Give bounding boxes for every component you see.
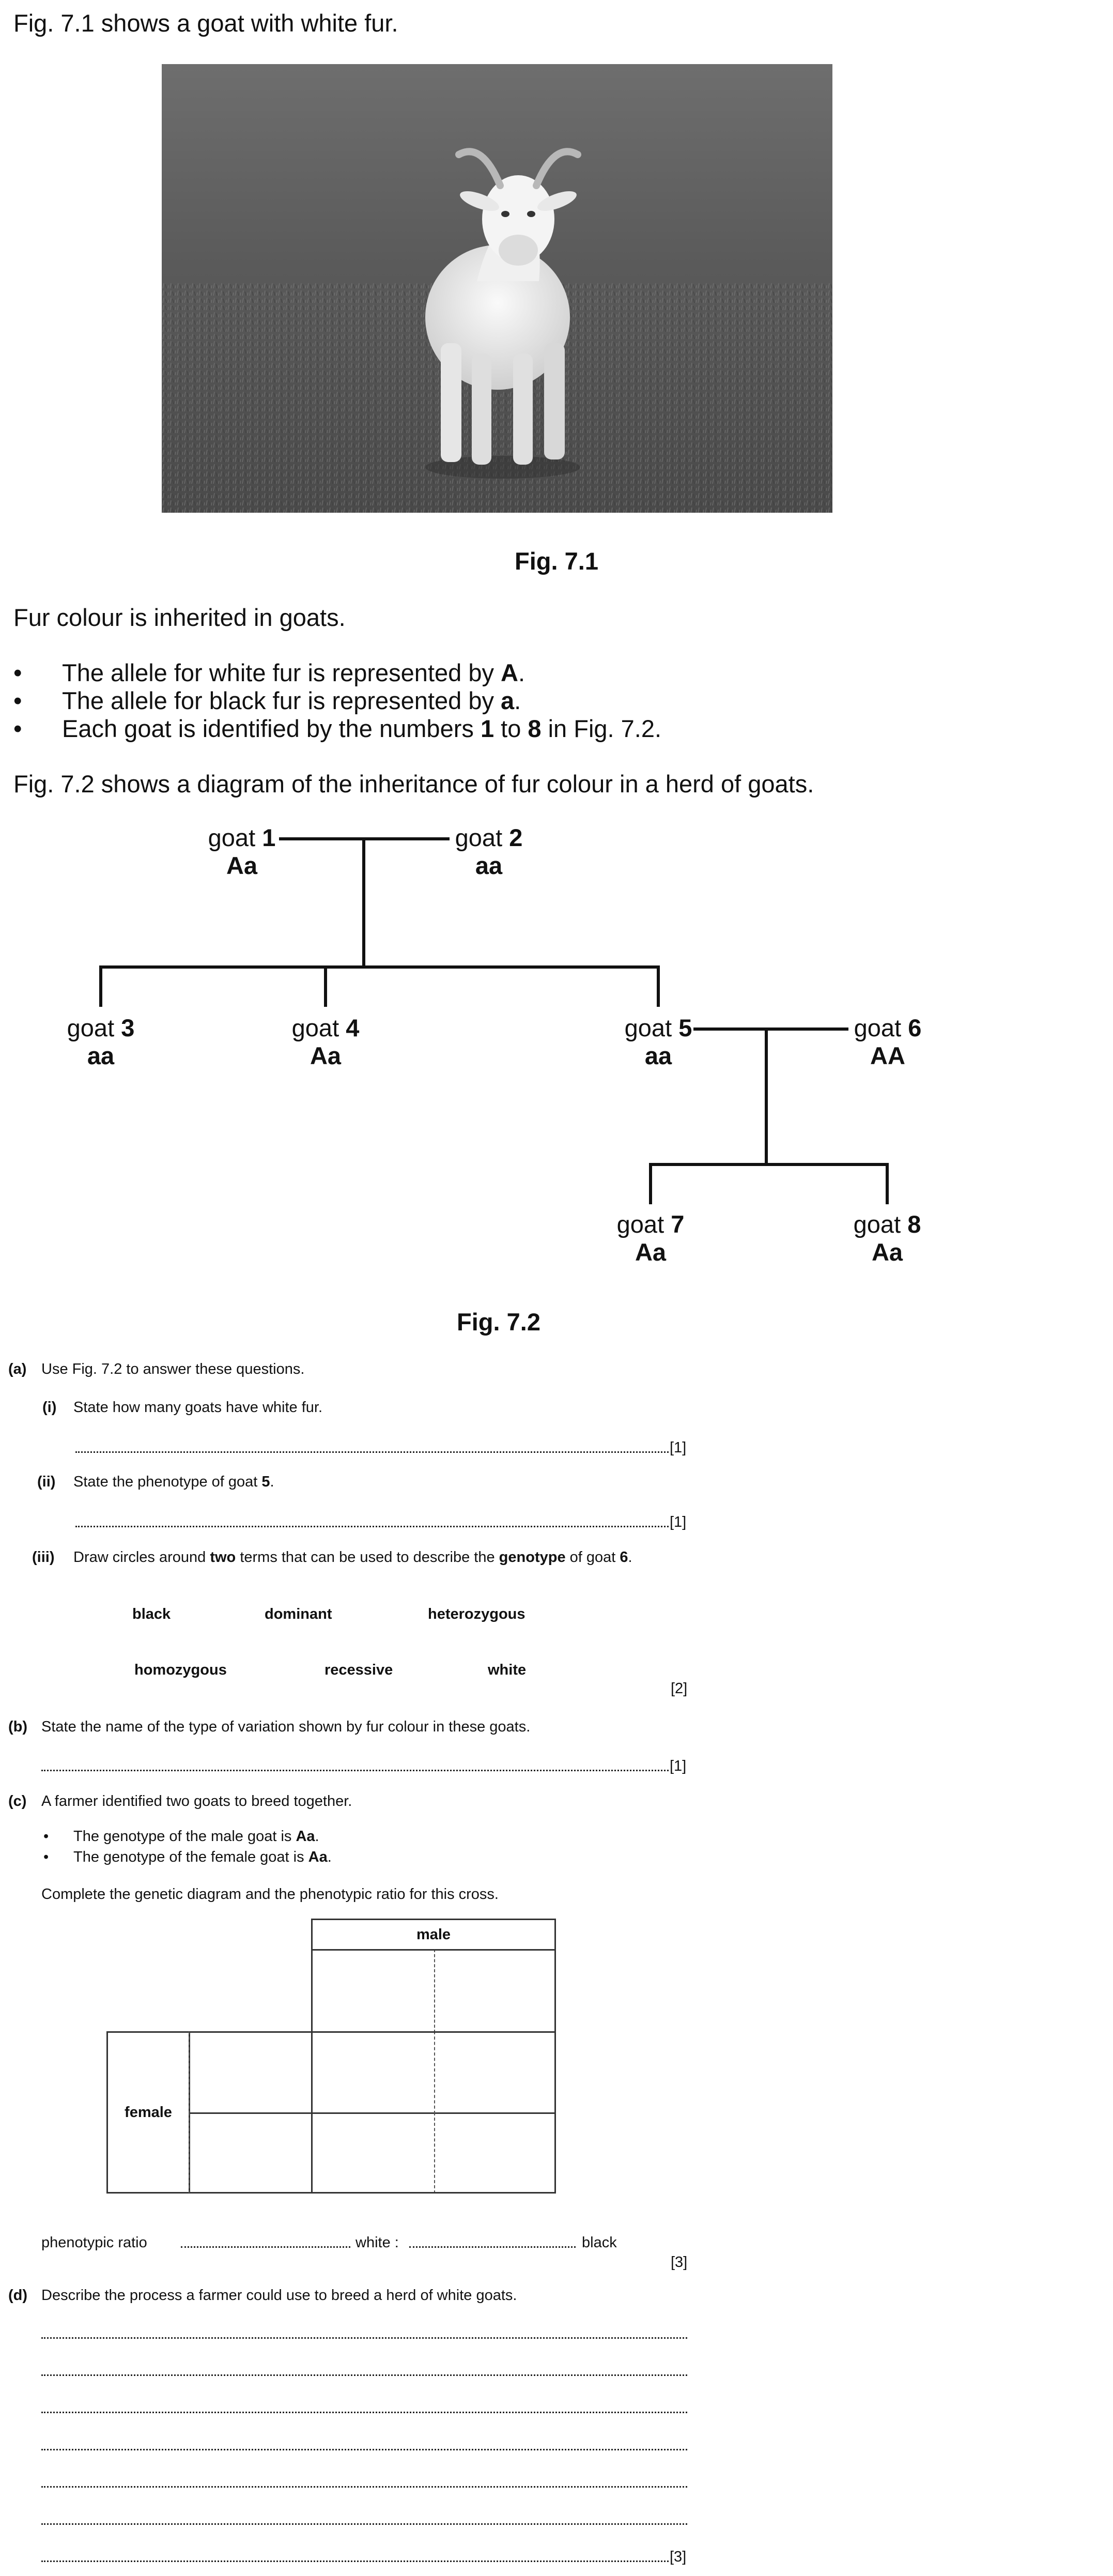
goat-5-label: goat 5 aa bbox=[624, 1014, 692, 1070]
marks-a-ii: [1] bbox=[670, 1514, 687, 1530]
goat-1-label: goat 1 Aa bbox=[208, 824, 276, 880]
question-a-ii-label: (ii) bbox=[37, 1474, 56, 1490]
bullet-marker: • bbox=[13, 687, 22, 714]
female-label: female bbox=[125, 2104, 172, 2121]
marks-c: [3] bbox=[671, 2254, 688, 2271]
ratio-white-label: white : bbox=[355, 2234, 399, 2251]
fig72-intro-sentence: Fig. 7.2 shows a diagram of the inherita… bbox=[13, 770, 814, 798]
answer-line-d-3[interactable] bbox=[41, 2412, 687, 2413]
bullet-marker: • bbox=[13, 715, 22, 742]
question-a-iii-label: (iii) bbox=[32, 1549, 55, 1566]
bullet-marker: • bbox=[43, 1849, 49, 1865]
answer-line-a-ii[interactable] bbox=[75, 1526, 669, 1527]
male-label: male bbox=[416, 1926, 451, 1943]
female-gamete-1-cell[interactable] bbox=[189, 2031, 313, 2114]
allele-black-item: The allele for black fur is represented … bbox=[62, 687, 521, 714]
answer-line-b[interactable] bbox=[41, 1770, 669, 1771]
punnett-grid: male female bbox=[106, 1919, 556, 2194]
question-c-text: A farmer identified two goats to breed t… bbox=[41, 1793, 352, 1810]
drop-line-goat-7 bbox=[649, 1163, 652, 1204]
question-c-instruction: Complete the genetic diagram and the phe… bbox=[41, 1886, 499, 1903]
goat-8-label: goat 8 Aa bbox=[853, 1210, 921, 1266]
marks-d: [3] bbox=[670, 2549, 687, 2565]
mating-line-5-6 bbox=[693, 1028, 848, 1031]
answer-line-d-2[interactable] bbox=[41, 2374, 687, 2376]
male-genotype-item: The genotype of the male goat is Aa. bbox=[73, 1828, 319, 1845]
fig71-intro-sentence: Fig. 7.1 shows a goat with white fur. bbox=[13, 9, 398, 37]
goat-id-item: Each goat is identified by the numbers 1… bbox=[62, 715, 662, 742]
question-a-text: Use Fig. 7.2 to answer these questions. bbox=[41, 1361, 305, 1377]
question-a-iii-text: Draw circles around two terms that can b… bbox=[73, 1549, 632, 1566]
term-black[interactable]: black bbox=[132, 1606, 171, 1622]
question-b-text: State the name of the type of variation … bbox=[41, 1719, 531, 1735]
sibling-line-7-8 bbox=[649, 1163, 889, 1166]
question-d-text: Describe the process a farmer could use … bbox=[41, 2287, 517, 2304]
male-gamete-1-cell[interactable] bbox=[311, 1949, 435, 2033]
fig72-caption: Fig. 7.2 bbox=[457, 1308, 540, 1336]
goat-7-label: goat 7 Aa bbox=[616, 1210, 685, 1266]
drop-line-goat-3 bbox=[99, 965, 102, 1007]
answer-line-d-5[interactable] bbox=[41, 2486, 687, 2488]
marks-b: [1] bbox=[670, 1758, 687, 1774]
answer-line-a-i[interactable] bbox=[75, 1451, 669, 1453]
answer-line-d-6[interactable] bbox=[41, 2523, 687, 2525]
descent-line-5-6 bbox=[765, 1028, 768, 1166]
goat-4-label: goat 4 Aa bbox=[291, 1014, 360, 1070]
question-a-label: (a) bbox=[8, 1361, 27, 1377]
bullet-marker: • bbox=[13, 659, 22, 686]
sibling-line-3-4-5 bbox=[99, 965, 660, 969]
bullet-marker: • bbox=[43, 1828, 49, 1845]
term-homozygous[interactable]: homozygous bbox=[134, 1662, 227, 1678]
fig71-caption: Fig. 7.1 bbox=[515, 547, 598, 575]
allele-white-item: The allele for white fur is represented … bbox=[62, 659, 525, 686]
drop-line-goat-8 bbox=[886, 1163, 889, 1204]
question-a-i-text: State how many goats have white fur. bbox=[73, 1399, 322, 1416]
term-white[interactable]: white bbox=[488, 1662, 527, 1678]
ratio-label: phenotypic ratio bbox=[41, 2234, 147, 2251]
question-c-label: (c) bbox=[8, 1793, 27, 1810]
ratio-white-answer[interactable] bbox=[181, 2246, 350, 2248]
ratio-black-answer[interactable] bbox=[409, 2246, 576, 2248]
female-gamete-2-cell[interactable] bbox=[189, 2112, 313, 2194]
offspring-cell-2[interactable] bbox=[434, 2031, 556, 2114]
term-heterozygous[interactable]: heterozygous bbox=[428, 1606, 525, 1622]
marks-a-i: [1] bbox=[670, 1439, 687, 1456]
term-dominant[interactable]: dominant bbox=[265, 1606, 332, 1622]
male-header: male bbox=[311, 1919, 556, 1951]
answer-line-d-4[interactable] bbox=[41, 2449, 687, 2450]
drop-line-goat-5 bbox=[657, 965, 660, 1007]
marks-a-iii: [2] bbox=[671, 1680, 688, 1697]
goat-photo bbox=[162, 64, 832, 513]
answer-line-d-7[interactable] bbox=[41, 2560, 669, 2562]
offspring-cell-4[interactable] bbox=[434, 2112, 556, 2194]
male-gamete-2-cell[interactable] bbox=[434, 1949, 556, 2033]
question-b-label: (b) bbox=[8, 1719, 28, 1735]
inherit-sentence: Fur colour is inherited in goats. bbox=[13, 604, 346, 631]
drop-line-goat-4 bbox=[324, 965, 327, 1007]
offspring-cell-1[interactable] bbox=[311, 2031, 435, 2114]
question-d-label: (d) bbox=[8, 2287, 28, 2304]
offspring-cell-3[interactable] bbox=[311, 2112, 435, 2194]
descent-line-1-2 bbox=[362, 837, 365, 969]
goat-3-label: goat 3 aa bbox=[67, 1014, 135, 1070]
female-header: female bbox=[106, 2031, 190, 2194]
answer-line-d-1[interactable] bbox=[41, 2337, 687, 2339]
female-genotype-item: The genotype of the female goat is Aa. bbox=[73, 1849, 332, 1865]
question-a-ii-text: State the phenotype of goat 5. bbox=[73, 1474, 274, 1490]
goat-2-label: goat 2 aa bbox=[455, 824, 523, 880]
question-a-i-label: (i) bbox=[42, 1399, 57, 1416]
ratio-black-label: black bbox=[582, 2234, 617, 2251]
term-recessive[interactable]: recessive bbox=[324, 1662, 393, 1678]
goat-6-label: goat 6 AA bbox=[854, 1014, 922, 1070]
